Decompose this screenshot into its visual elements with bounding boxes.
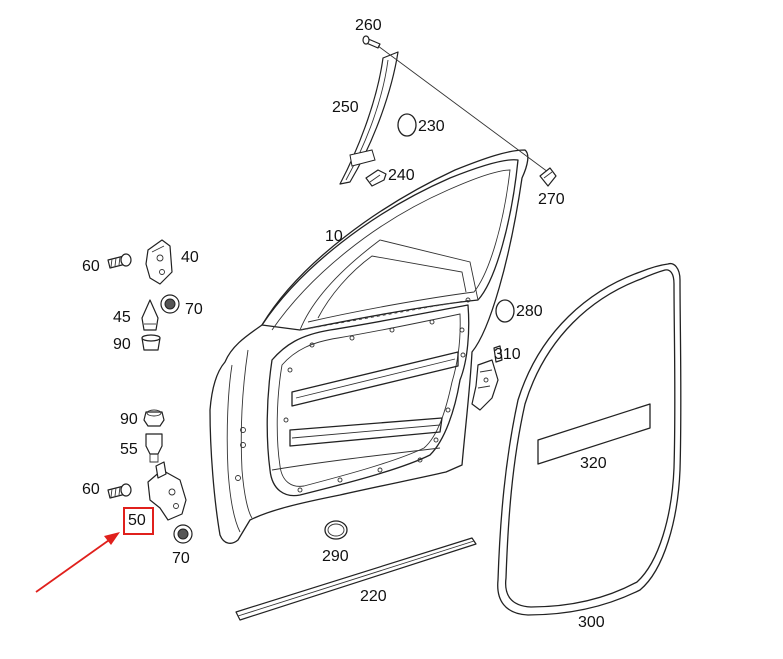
- nut-70-lower: [173, 524, 193, 544]
- label-70-lower: 70: [172, 550, 190, 567]
- label-300: 300: [578, 614, 605, 631]
- label-10: 10: [325, 228, 343, 245]
- label-50: 50: [128, 512, 146, 529]
- label-55: 55: [120, 441, 138, 458]
- pin-45: [141, 299, 159, 331]
- bolt-60-upper: [107, 253, 132, 269]
- bolt-60-lower: [107, 483, 132, 499]
- label-260: 260: [355, 17, 382, 34]
- grommet-280: [495, 299, 515, 323]
- label-310: 310: [494, 346, 521, 363]
- window-channel-trim: [339, 51, 399, 185]
- sill-trim-220: [235, 537, 477, 621]
- label-220: 220: [360, 588, 387, 605]
- grommet-230: [397, 113, 417, 137]
- lower-hinge-50: [147, 461, 187, 521]
- nut-70-upper: [160, 294, 180, 314]
- highlight-arrow-shaft: [35, 537, 113, 593]
- highlight-arrow-head: [104, 532, 120, 545]
- clip-240: [365, 169, 387, 187]
- sticker-320: [537, 403, 651, 465]
- label-280: 280: [516, 303, 543, 320]
- label-270: 270: [538, 191, 565, 208]
- label-40: 40: [181, 249, 199, 266]
- label-70-upper: 70: [185, 301, 203, 318]
- label-60-upper: 60: [82, 258, 100, 275]
- label-90-lower: 90: [120, 411, 138, 428]
- pin-260: [362, 35, 381, 49]
- label-240: 240: [388, 167, 415, 184]
- label-230: 230: [418, 118, 445, 135]
- plug-270: [539, 167, 557, 187]
- upper-hinge-40: [145, 239, 173, 285]
- leader-260-270: [377, 45, 549, 173]
- label-250: 250: [332, 99, 359, 116]
- bracket-310: [471, 345, 503, 411]
- grommet-290: [324, 520, 348, 540]
- door-seal: [497, 262, 682, 616]
- highlight-box: [123, 507, 154, 535]
- nut-90-lower: [143, 409, 165, 427]
- grommet-290-inner: [327, 523, 345, 537]
- highlight-annotation: [35, 507, 154, 593]
- label-90-upper: 90: [113, 336, 131, 353]
- label-60-lower: 60: [82, 481, 100, 498]
- pin-55: [145, 433, 163, 463]
- label-45: 45: [113, 309, 131, 326]
- label-320: 320: [580, 455, 607, 472]
- door-shell: [209, 149, 529, 544]
- nut-90-upper: [141, 334, 161, 351]
- label-290: 290: [322, 548, 349, 565]
